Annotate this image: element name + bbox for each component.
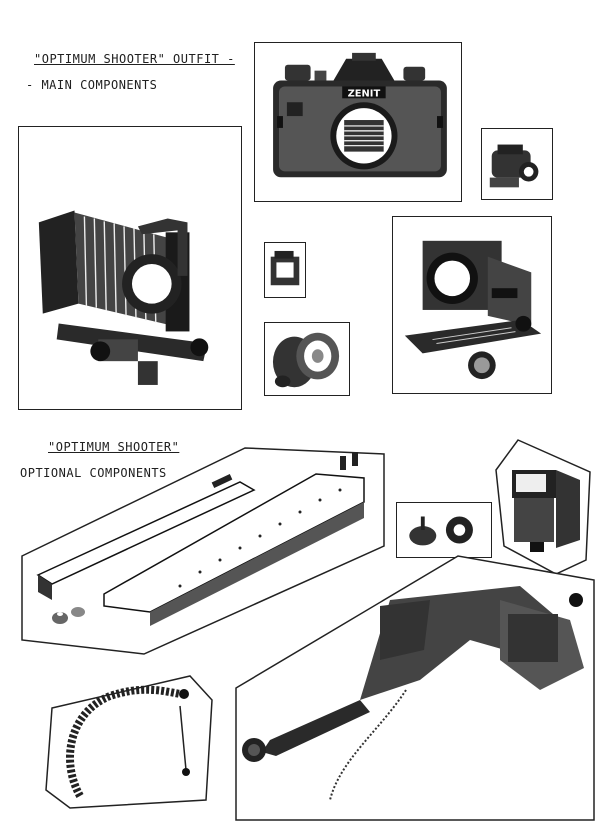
optional-section-subtitle: OPTIONAL COMPONENTS: [20, 466, 167, 480]
main-title-line1: "OPTIMUM SHOOTER" OUTFIT -: [34, 52, 235, 66]
camera-body-panel: ZENIT: [254, 42, 462, 202]
main-section-subtitle: - MAIN COMPONENTS: [26, 78, 158, 92]
optional-section-title: "OPTIMUM SHOOTER": [48, 440, 179, 454]
bellows-unit-panel: [18, 126, 242, 410]
lens-illustration: [272, 332, 340, 388]
slide-adapter-panel: [264, 242, 306, 298]
angle-finder-panel: [481, 128, 553, 200]
slide-copier-illustration: [404, 240, 542, 380]
optional-title-line1: "OPTIMUM SHOOTER": [48, 440, 180, 454]
main-section-title: "OPTIMUM SHOOTER" OUTFIT -: [34, 52, 235, 66]
camera-body-illustration: ZENIT: [273, 52, 447, 178]
angle-finder-illustration: [489, 144, 539, 188]
fittings-panel: [396, 502, 492, 558]
slide-copier-panel: [392, 216, 552, 394]
camera-brand-label: ZENIT: [348, 88, 381, 99]
lens-panel: [264, 322, 350, 396]
fittings-illustration: [409, 516, 473, 546]
bellows-unit-illustration: [38, 210, 209, 385]
slide-adapter-illustration: [270, 250, 300, 286]
